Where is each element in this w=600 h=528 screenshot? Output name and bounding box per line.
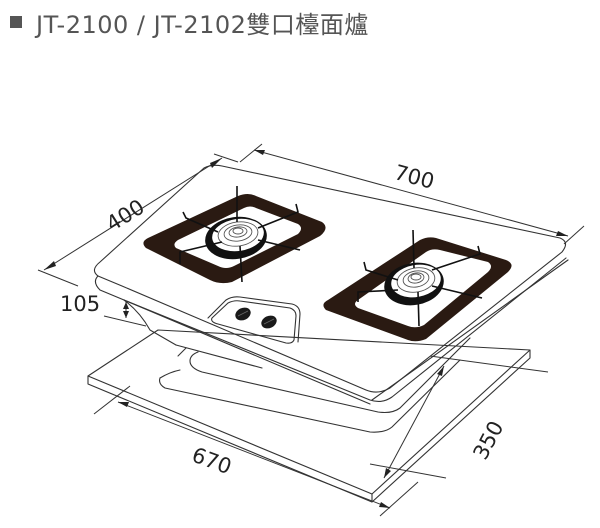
page-title: JT-2100 / JT-2102雙口檯面爐 <box>10 6 369 39</box>
square-bullet-icon <box>10 16 22 28</box>
title-text: JT-2100 / JT-2102雙口檯面爐 <box>36 10 369 39</box>
height-dimension-label: 105 <box>60 292 100 316</box>
depth-dimension-label: 400 <box>102 195 149 237</box>
cutout-width-dimension-label: 670 <box>189 443 235 479</box>
stove-top-panel <box>93 164 569 405</box>
burner-left <box>143 186 326 284</box>
control-knobs <box>235 307 277 329</box>
stove-body <box>123 299 471 433</box>
dimension-lines <box>37 143 585 517</box>
dimension-arrows <box>44 150 568 508</box>
control-panel <box>207 296 301 344</box>
cutout-depth-dimension-label: 350 <box>468 417 508 464</box>
burner-right <box>323 229 512 342</box>
knob-left-icon <box>235 307 251 321</box>
knob-right-icon <box>261 315 277 329</box>
width-dimension-label: 700 <box>392 160 437 194</box>
